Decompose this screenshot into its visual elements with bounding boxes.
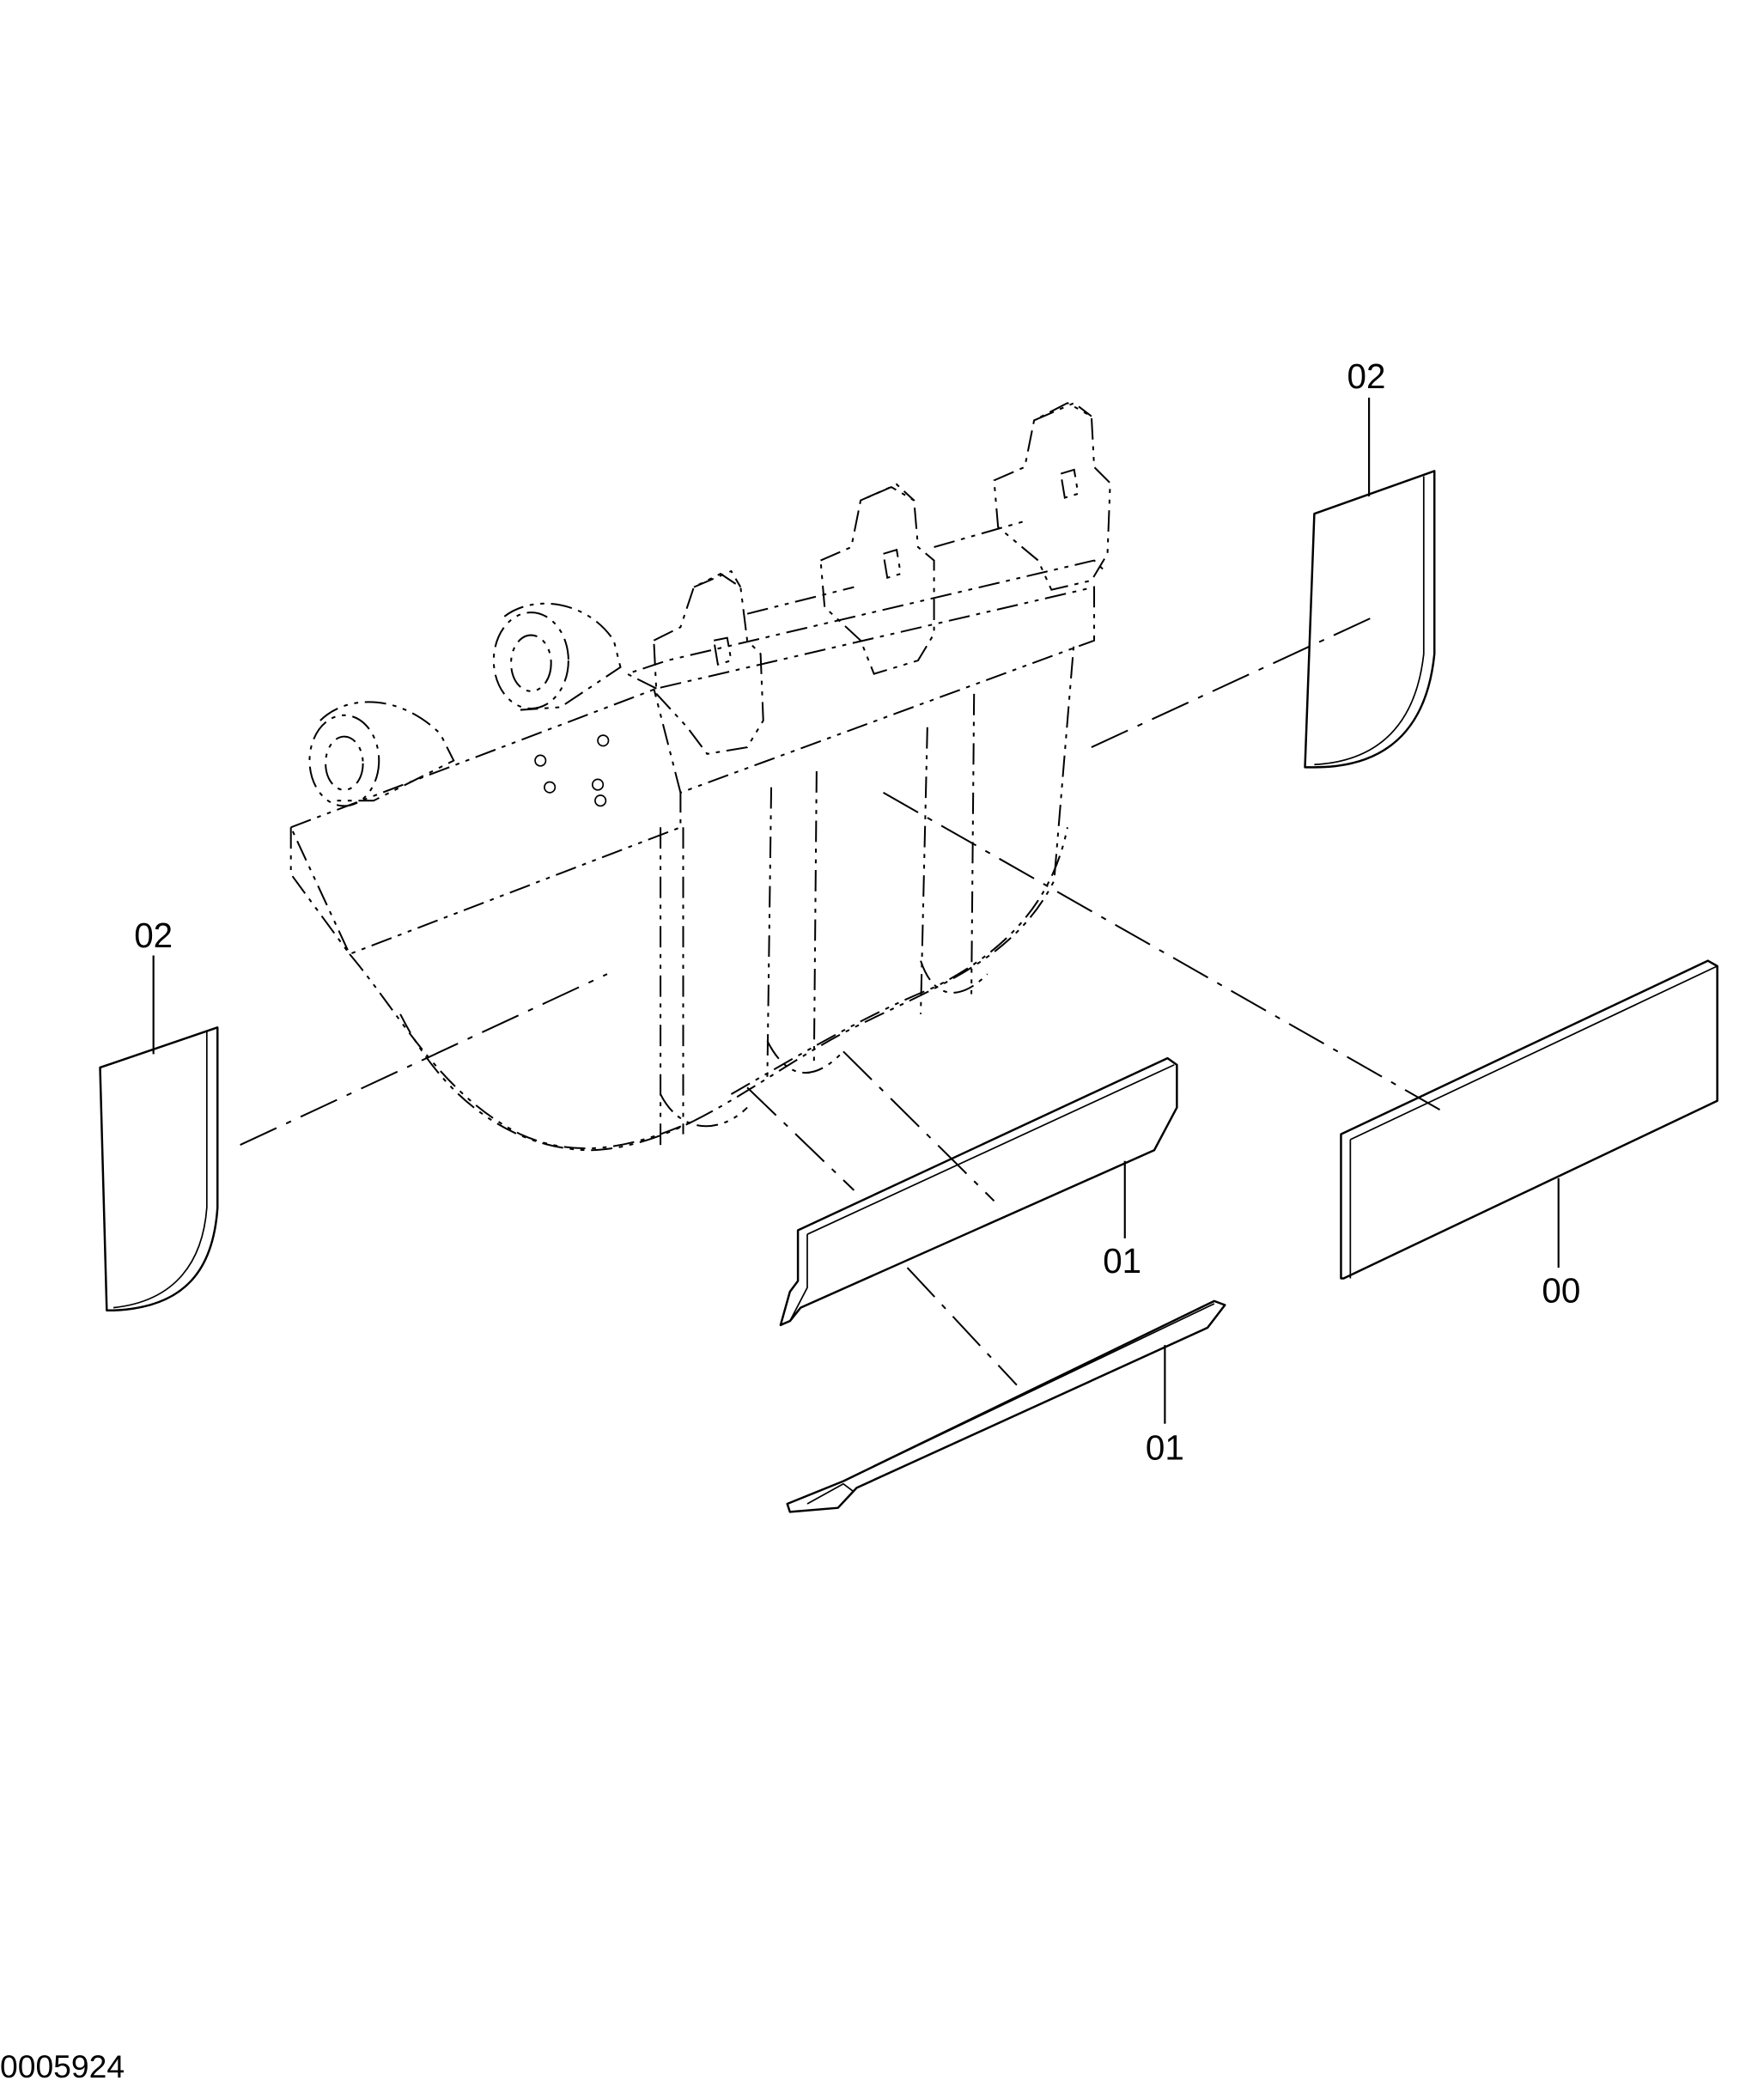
tooth-right [993, 402, 1111, 591]
callout-01-blade: 01 [1146, 1428, 1184, 1468]
tooth-middle [819, 483, 935, 675]
figure-id: 0005924 [0, 2048, 125, 2084]
assembly-center-lines [240, 615, 1449, 1386]
tooth-left [653, 569, 764, 755]
callout-02-left: 02 [134, 916, 173, 955]
callout-02-right: 02 [1347, 356, 1386, 396]
part-02-left-side-plate [99, 1026, 219, 1311]
callout-01-edge-plate: 01 [1103, 1241, 1141, 1281]
part-02-right-side-plate [1304, 470, 1436, 769]
bucket-phantom-outline [289, 402, 1111, 1152]
leader-lines [152, 398, 1560, 1424]
part-00-plate [1340, 959, 1718, 1280]
callout-00: 00 [1542, 1270, 1580, 1310]
part-01-cutting-blade [786, 1299, 1226, 1513]
part-01-edge-plate [779, 1056, 1178, 1327]
